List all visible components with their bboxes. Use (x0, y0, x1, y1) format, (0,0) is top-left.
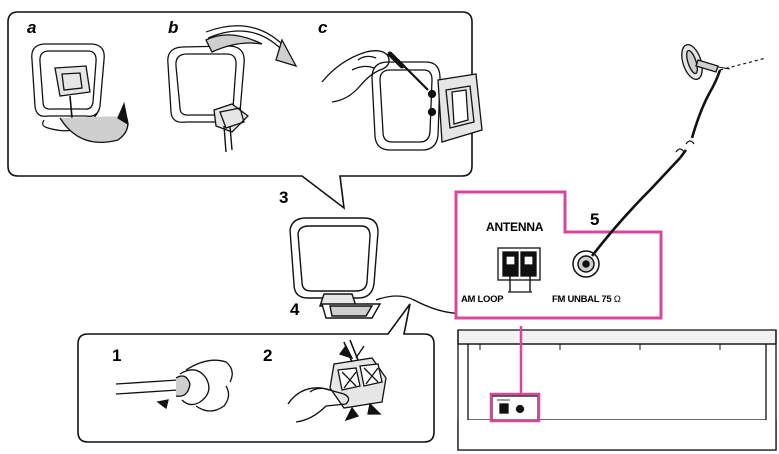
antenna-panel-highlight (454, 190, 663, 320)
step-b-illustration (167, 25, 298, 153)
step-2-label: 2 (263, 346, 273, 365)
callout-4-label: 4 (290, 300, 300, 319)
step-b-label: b (168, 18, 179, 37)
thumbtack (681, 44, 731, 80)
step-a-label: a (27, 18, 37, 37)
am-loop-label: AM LOOP (461, 294, 504, 305)
antenna-label: ANTENNA (486, 220, 544, 234)
receiver-rear-panel (457, 329, 777, 451)
step-1-illustration (115, 359, 233, 412)
step-2-illustration (287, 339, 387, 423)
callout-5-label: 5 (590, 210, 600, 229)
ohm-symbol: Ω (613, 294, 621, 305)
fm-unbal-label: FM UNBAL 75 Ω (552, 294, 621, 305)
am-loop-antenna (289, 217, 382, 319)
step-a-illustration (31, 43, 129, 144)
fm-unbal-connector (572, 250, 600, 278)
step-c-illustration (321, 50, 483, 151)
fm-wire-antenna (590, 57, 767, 257)
callout-3-label: 3 (279, 188, 289, 207)
step-1-label: 1 (112, 346, 122, 365)
step-c-label: c (318, 18, 328, 37)
am-loop-terminal (497, 247, 541, 293)
unit-antenna-highlight (489, 392, 541, 423)
